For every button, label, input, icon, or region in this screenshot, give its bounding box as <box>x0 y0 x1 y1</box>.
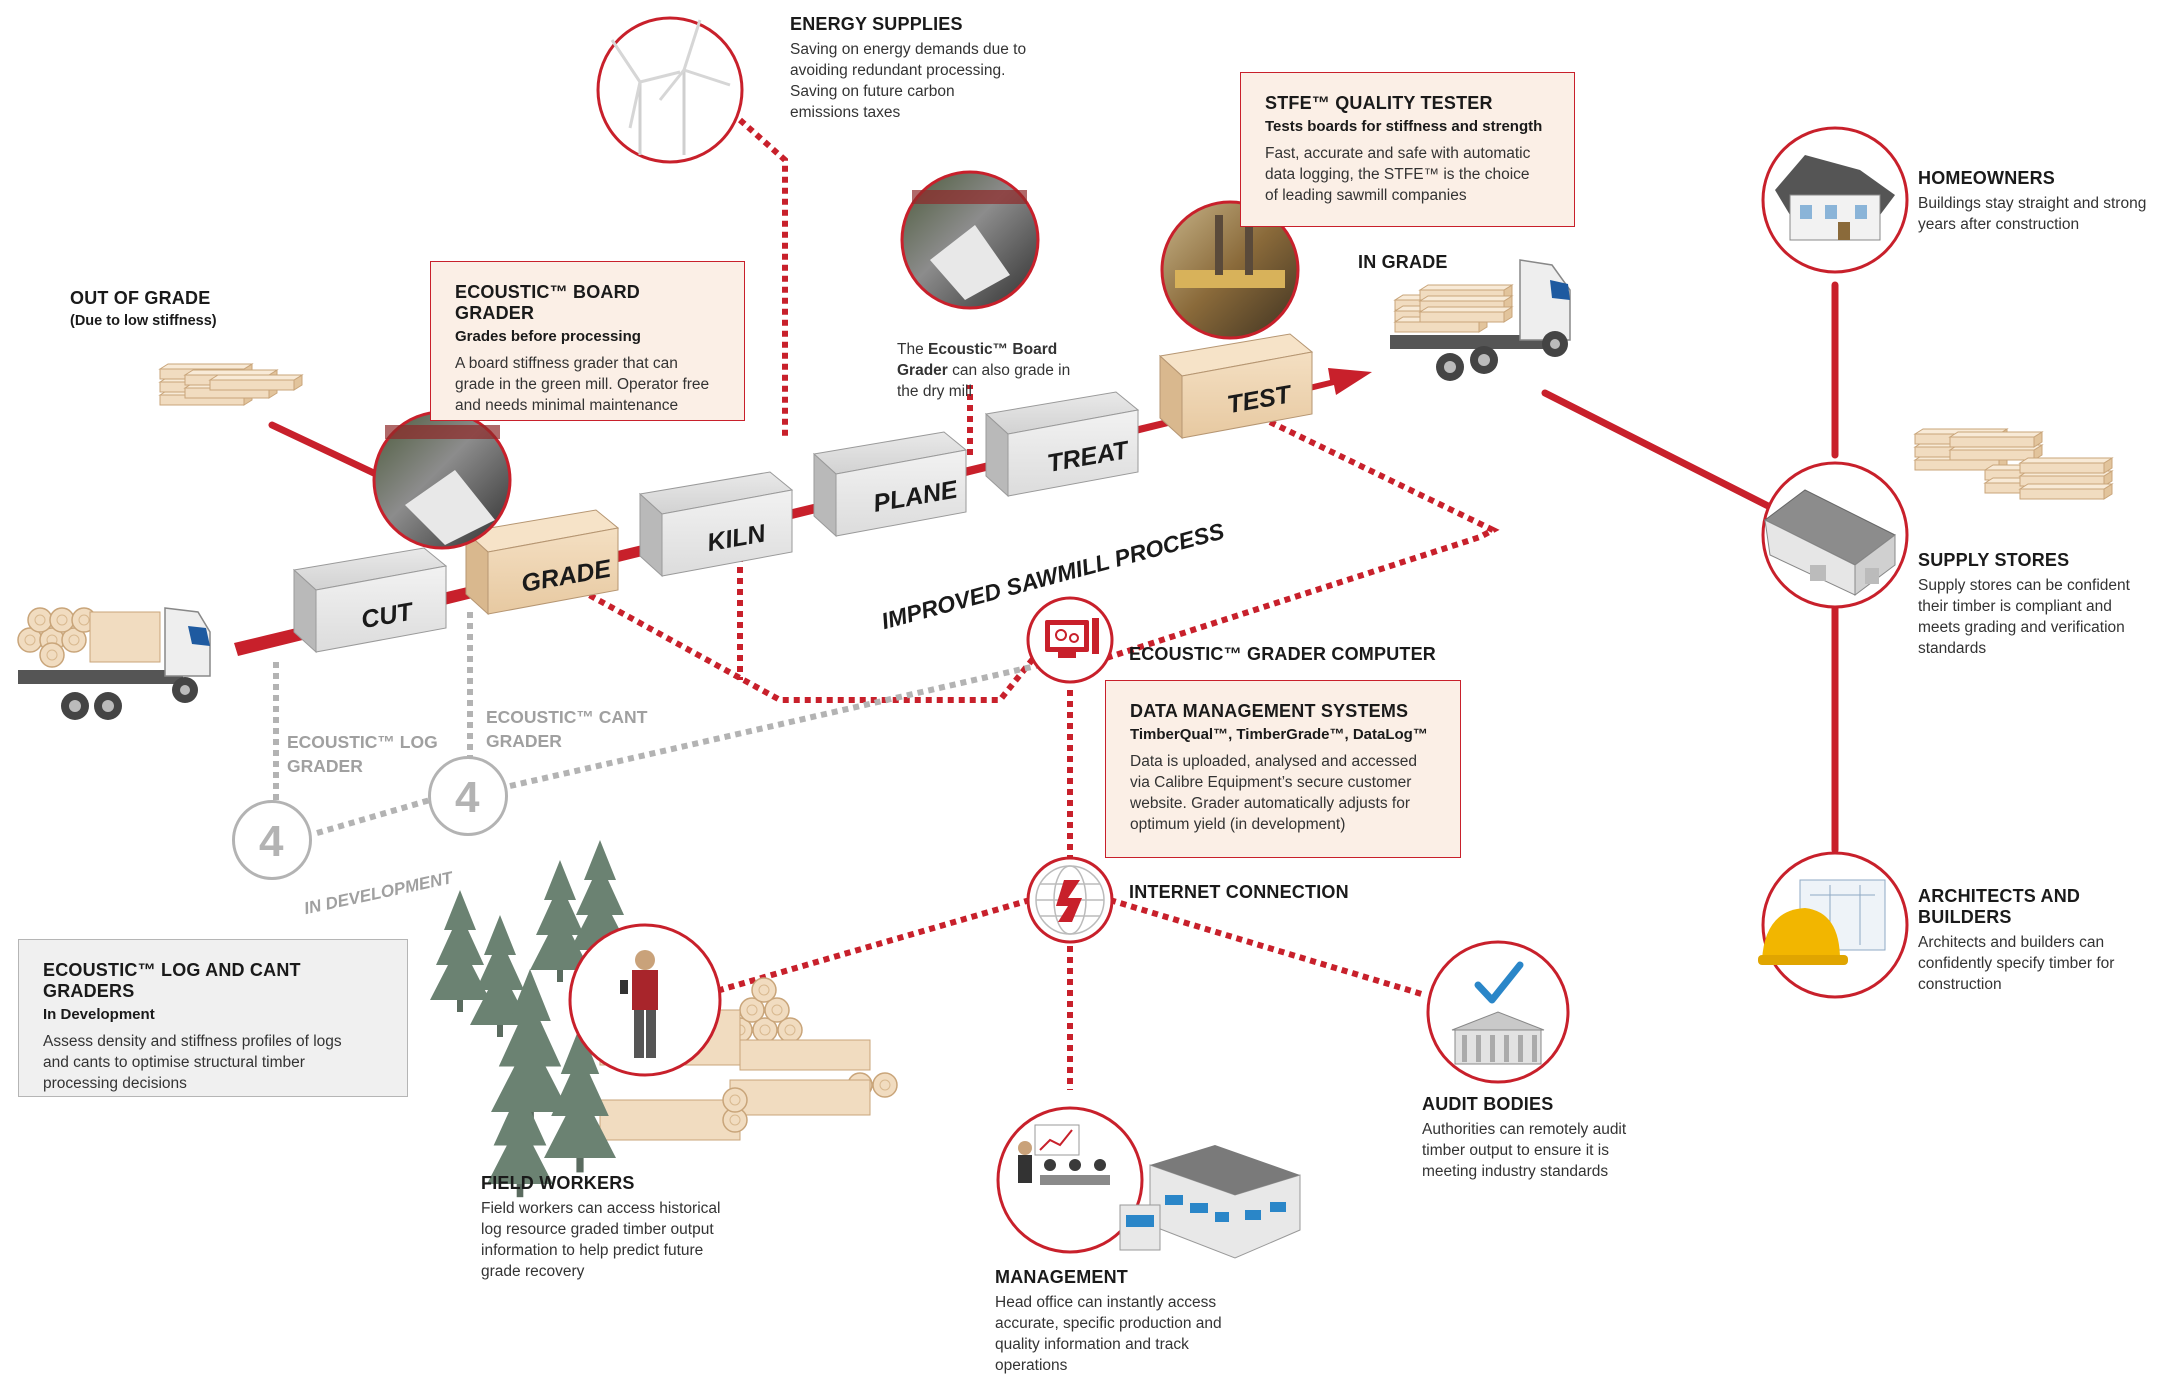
log-grader-dev-icon: 4 <box>232 800 312 880</box>
stage-grade: GRADE <box>464 509 620 616</box>
stfe-subtitle: Tests boards for stiffness and strength <box>1265 118 1543 135</box>
out-of-grade-timber <box>159 363 303 406</box>
in-development-label: IN DEVELOPMENT <box>302 868 455 918</box>
data-management-callout: DATA MANAGEMENT SYSTEMS TimberQual™, Tim… <box>1105 680 1461 858</box>
management-title: MANAGEMENT <box>995 1267 1128 1287</box>
supply-stores: SUPPLY STORES Supply stores can be confi… <box>1918 550 2163 659</box>
out-of-grade-title: OUT OF GRADE <box>70 288 211 308</box>
supply-stores-title: SUPPLY STORES <box>1918 550 2070 570</box>
architects-builders: ARCHITECTS AND BUILDERS Architects and b… <box>1918 886 2168 995</box>
house-icon <box>1761 126 1909 274</box>
timber-truck <box>1390 259 1571 381</box>
stage-cut: CUT <box>292 547 448 654</box>
energy-title: ENERGY SUPPLIES <box>790 14 963 34</box>
homeowners: HOMEOWNERS Buildings stay straight and s… <box>1918 168 2163 235</box>
log-cant-body: Assess density and stiffness profiles of… <box>43 1033 342 1092</box>
out-of-grade-label: OUT OF GRADE (Due to low stiffness) <box>70 288 217 337</box>
stfe-tester-photo <box>1160 200 1300 340</box>
field-workers-body: Field workers can access historical log … <box>481 1200 721 1280</box>
log-cant-subtitle: In Development <box>43 1006 155 1023</box>
field-worker-icon <box>568 923 722 1077</box>
management-body: Head office can instantly access accurat… <box>995 1294 1222 1374</box>
internet-globe-icon <box>1026 856 1114 944</box>
warehouse-icon <box>1761 461 1909 609</box>
audit-bodies: AUDIT BODIES Authorities can remotely au… <box>1422 1094 1682 1182</box>
grader-computer-icon <box>1026 596 1114 684</box>
solid-links <box>268 281 1839 854</box>
out-of-grade-subtitle: (Due to low stiffness) <box>70 313 217 329</box>
dry-mill-note-bold: Ecoustic™ Board Grader <box>897 341 1058 379</box>
log-cant-graders-box: ECOUSTIC™ LOG AND CANT GRADERS In Develo… <box>18 939 408 1097</box>
dev-connector-lines <box>273 612 1041 836</box>
dry-mill-note-prefix: The <box>897 341 929 358</box>
board-grader-subtitle: Grades before processing <box>455 328 641 345</box>
stage-kiln: KILN <box>638 471 794 578</box>
board-grader-callout: ECOUSTIC™ BOARD GRADER Grades before pro… <box>430 261 745 421</box>
stfe-callout: STFE™ QUALITY TESTER Tests boards for st… <box>1240 72 1575 227</box>
energy-supplies: ENERGY SUPPLIES Saving on energy demands… <box>790 14 1080 123</box>
stage-plane: PLANE <box>812 431 968 538</box>
stage-treat: TREAT <box>984 391 1140 498</box>
stage-test: TEST <box>1158 333 1314 440</box>
supply-stores-body: Supply stores can be confident their tim… <box>1918 577 2130 657</box>
log-cant-title: ECOUSTIC™ LOG AND CANT GRADERS <box>43 960 301 1001</box>
blueprint-hardhat-icon <box>1758 851 1909 999</box>
data-management-body: Data is uploaded, analysed and accessed … <box>1130 753 1417 833</box>
office-building-icon <box>1119 1145 1301 1259</box>
stfe-body: Fast, accurate and safe with automatic d… <box>1265 145 1531 204</box>
audit-title: AUDIT BODIES <box>1422 1094 1554 1114</box>
dry-mill-note: The Ecoustic™ Board Grader can also grad… <box>897 318 1072 402</box>
architects-title: ARCHITECTS AND BUILDERS <box>1918 886 2081 927</box>
dry-mill-grader-photo <box>900 170 1040 310</box>
cant-grader-dev-icon: 4 <box>428 756 508 836</box>
grader-computer-label: ECOUSTIC™ GRADER COMPUTER <box>1129 644 1436 669</box>
supply-stores-timber <box>1914 428 2113 500</box>
log-truck <box>17 607 211 720</box>
field-workers: FIELD WORKERS Field workers can access h… <box>481 1173 761 1282</box>
architects-body: Architects and builders can confidently … <box>1918 934 2115 993</box>
log-grader-label: ECOUSTIC™ LOG GRADER <box>287 732 438 776</box>
management-icon <box>996 1106 1144 1254</box>
homeowners-body: Buildings stay straight and strong years… <box>1918 195 2147 233</box>
board-grader-title: ECOUSTIC™ BOARD GRADER <box>455 282 641 323</box>
audit-body: Authorities can remotely audit timber ou… <box>1422 1121 1627 1180</box>
connector-lines <box>578 117 1500 1090</box>
internet-title: INTERNET CONNECTION <box>1129 882 1349 902</box>
in-grade-title: IN GRADE <box>1358 252 1448 272</box>
data-management-title: DATA MANAGEMENT SYSTEMS <box>1130 701 1409 721</box>
internet-connection-label: INTERNET CONNECTION <box>1129 882 1349 907</box>
management: MANAGEMENT Head office can instantly acc… <box>995 1267 1265 1376</box>
board-grader-photo <box>372 410 512 550</box>
dry-mill-note-suffix: can also grade in the dry mill <box>897 362 1071 400</box>
data-management-subtitle: TimberQual™, TimberGrade™, DataLog™ <box>1130 726 1428 743</box>
wind-turbine-icon <box>596 16 744 164</box>
in-grade-label: IN GRADE <box>1358 252 1448 277</box>
audit-building-icon <box>1426 940 1570 1084</box>
cant-grader-label: ECOUSTIC™ CANT GRADER <box>486 707 648 751</box>
stfe-title: STFE™ QUALITY TESTER <box>1265 93 1493 113</box>
energy-body: Saving on energy demands due to avoiding… <box>790 41 1027 121</box>
homeowners-title: HOMEOWNERS <box>1918 168 2055 188</box>
board-grader-body: A board stiffness grader that can grade … <box>455 355 710 414</box>
grader-computer-title: ECOUSTIC™ GRADER COMPUTER <box>1129 644 1437 664</box>
field-workers-title: FIELD WORKERS <box>481 1173 635 1193</box>
